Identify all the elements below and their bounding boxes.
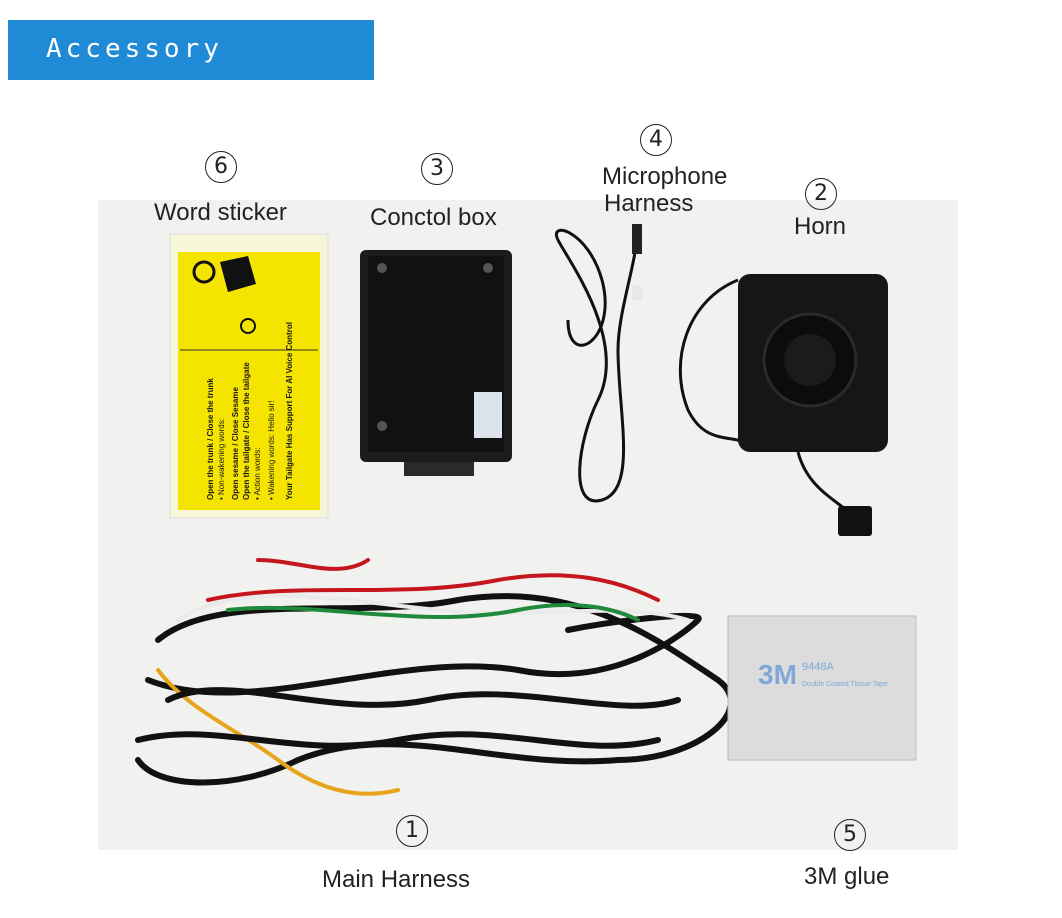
control-box — [360, 250, 512, 476]
label-word-sticker: Word sticker — [154, 199, 287, 226]
accessory-illustration: Your Tailgate Has Support For AI Voice C… — [135, 223, 917, 796]
label-microphone: Microphone — [602, 163, 728, 190]
sticker-heading: Your Tailgate Has Support For AI Voice C… — [285, 322, 294, 500]
item-number-1: 1 — [396, 815, 428, 847]
tape-model: 9448A — [802, 661, 834, 673]
sticker-line4: Open sesame / Close Sesame — [231, 387, 240, 501]
sticker-line2: • Action words: — [253, 447, 262, 500]
microphone-harness — [554, 223, 642, 503]
tape-brand: 3M — [758, 659, 797, 690]
label-3m-glue: 3M glue — [804, 863, 890, 890]
horn — [678, 274, 888, 536]
3m-glue-tape: 3M 9448A Double Coated Tissue Tape — [727, 615, 917, 761]
item-number-3: 3 — [421, 153, 453, 185]
sticker-line3: Open the tailgate / Close the tailgate — [242, 362, 251, 500]
item-number-4: 4 — [640, 124, 672, 156]
label-control-box: Conctol box — [370, 204, 497, 231]
label-main-harness: Main Harness — [322, 866, 471, 893]
item-number-2: 2 — [805, 178, 837, 210]
item-number-6: 6 — [205, 151, 237, 183]
accessory-drawing-banner: Accessory drawing — [8, 20, 374, 122]
label-horn: Horn — [794, 213, 847, 240]
word-sticker: Your Tailgate Has Support For AI Voice C… — [169, 233, 329, 519]
item-number-5: 5 — [834, 819, 866, 851]
sticker-line6: Open the trunk / Close the trunk — [206, 378, 215, 500]
sticker-line1: • Wakening words: Hello sir! — [267, 401, 276, 500]
tape-desc: Double Coated Tissue Tape — [802, 681, 888, 688]
accessory-photo: Your Tailgate Has Support For AI Voice C… — [98, 200, 958, 850]
main-harness — [135, 558, 734, 796]
label-harness: Harness — [604, 190, 694, 217]
sticker-line5: • Non-wakening words: — [217, 418, 226, 500]
